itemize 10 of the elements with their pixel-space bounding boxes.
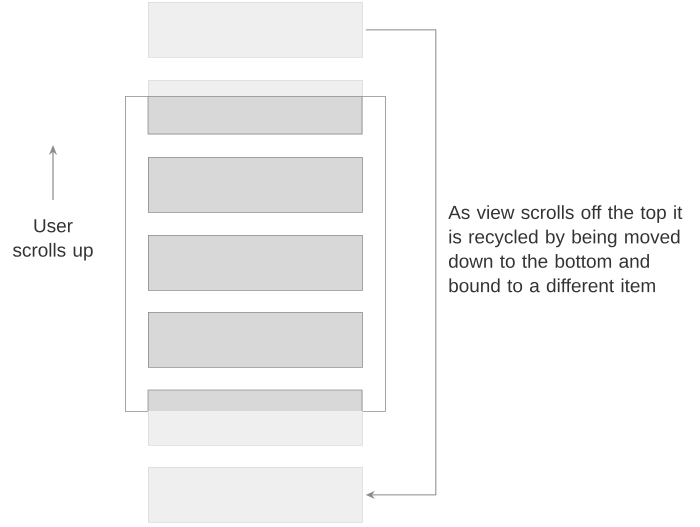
list-item-box bbox=[148, 467, 363, 523]
annotation-text: As view scrolls off the top it is recycled by being moved down to the bottom and bound to a different item bbox=[448, 205, 682, 292]
list-item-box bbox=[148, 80, 363, 135]
list-item-box bbox=[148, 2, 363, 58]
list-item-box bbox=[148, 390, 363, 446]
connector-arrow bbox=[365, 29, 436, 499]
list-item-box bbox=[148, 312, 363, 368]
list-item-box bbox=[148, 157, 363, 213]
caption-text: User scrolls up bbox=[13, 219, 93, 261]
list-item-box bbox=[148, 234, 363, 291]
